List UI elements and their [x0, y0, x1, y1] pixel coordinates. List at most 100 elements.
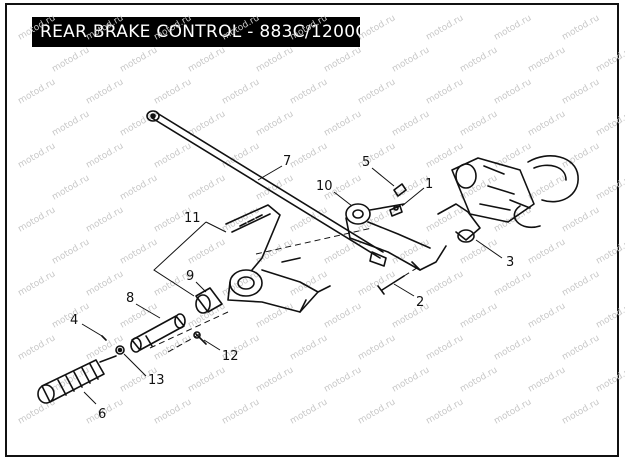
- watermark-text: motod.ru: [289, 333, 330, 362]
- watermark-text: motod.ru: [561, 333, 602, 362]
- watermark-text: motod.ru: [119, 173, 160, 202]
- watermark-text: motod.ru: [221, 77, 262, 106]
- leader-1: [401, 187, 425, 207]
- bellcrank: [345, 203, 447, 271]
- watermark-text: motod.ru: [527, 45, 568, 74]
- watermark-text: motod.ru: [527, 109, 568, 138]
- callout-6: 6: [98, 407, 106, 422]
- watermark-text: motod.ru: [51, 365, 92, 394]
- watermark-text: motod.ru: [561, 13, 602, 42]
- watermark-text: motod.ru: [595, 173, 625, 202]
- watermark-text: motod.ru: [493, 77, 534, 106]
- watermark-text: motod.ru: [425, 333, 466, 362]
- watermark-text: motod.ru: [51, 173, 92, 202]
- pedal-rubber: [37, 355, 117, 404]
- cotter-pin: [101, 335, 107, 341]
- watermark-text: motod.ru: [561, 141, 602, 170]
- watermark-text: motod.ru: [561, 77, 602, 106]
- watermark-text: motod.ru: [595, 45, 625, 74]
- pivot-pin: [130, 313, 186, 353]
- watermark-text: motod.ru: [17, 269, 58, 298]
- watermark-text: motod.ru: [153, 141, 194, 170]
- watermark-text: motod.ru: [221, 13, 262, 42]
- watermark-text: motod.ru: [153, 77, 194, 106]
- watermark-text: motod.ru: [17, 77, 58, 106]
- watermark-text: motod.ru: [391, 365, 432, 394]
- watermark-text: motod.ru: [289, 205, 330, 234]
- leader-6: [83, 391, 97, 405]
- washer: [115, 345, 125, 355]
- watermark-text: motod.ru: [527, 365, 568, 394]
- watermark-text: motod.ru: [187, 45, 228, 74]
- title-bar: [32, 17, 360, 47]
- watermark-text: motod.ru: [561, 397, 602, 426]
- callout-7: 7: [283, 154, 291, 169]
- watermark-text: motod.ru: [187, 237, 228, 266]
- diagram-border: [5, 3, 619, 457]
- watermark-text: motod.ru: [187, 301, 228, 330]
- watermark-text: motod.ru: [153, 13, 194, 42]
- watermark-text: motod.ru: [85, 13, 126, 42]
- nut-one: [389, 205, 403, 217]
- watermark-text: motod.ru: [391, 45, 432, 74]
- watermark-text: motod.ru: [357, 13, 398, 42]
- watermark-text: motod.ru: [459, 45, 500, 74]
- assembly-line-pin: [149, 311, 229, 349]
- watermark-text: motod.ru: [323, 237, 364, 266]
- watermark-text: motod.ru: [323, 365, 364, 394]
- watermark-text: motod.ru: [561, 269, 602, 298]
- watermark-text: motod.ru: [85, 141, 126, 170]
- watermark-text: motod.ru: [289, 77, 330, 106]
- watermark-text: motod.ru: [255, 109, 296, 138]
- watermark-text: motod.ru: [289, 269, 330, 298]
- watermark-text: motod.ru: [323, 301, 364, 330]
- watermark-layer: motod.ru motod.ru motod.ru motod.ru motod.ru…: [17, 13, 625, 426]
- watermark-text: motod.ru: [493, 397, 534, 426]
- watermark-text: motod.ru: [493, 333, 534, 362]
- watermark-text: motod.ru: [459, 109, 500, 138]
- watermark-text: motod.ru: [459, 301, 500, 330]
- leader-13: [123, 353, 147, 377]
- watermark-text: motod.ru: [527, 173, 568, 202]
- callout-10: 10: [316, 179, 333, 194]
- diagram-title: REAR BRAKE CONTROL - 883C/1200C: [40, 22, 368, 42]
- callout-2: 2: [416, 295, 424, 310]
- watermark-text: motod.ru: [51, 109, 92, 138]
- callout-9: 9: [186, 269, 194, 284]
- assembly-line-pin-lower: [167, 333, 201, 353]
- callout-11: 11: [184, 211, 201, 226]
- leader-12: [203, 339, 221, 351]
- watermark-text: motod.ru: [595, 365, 625, 394]
- watermark-text: motod.ru: [425, 397, 466, 426]
- watermark-text: motod.ru: [51, 45, 92, 74]
- watermark-text: motod.ru: [221, 205, 262, 234]
- leader-11: [153, 221, 207, 297]
- watermark-text: motod.ru: [595, 237, 625, 266]
- watermark-text: motod.ru: [221, 397, 262, 426]
- watermark-text: motod.ru: [255, 173, 296, 202]
- watermark-text: motod.ru: [289, 13, 330, 42]
- watermark-text: motod.ru: [85, 205, 126, 234]
- watermark-text: motod.ru: [493, 141, 534, 170]
- watermark-text: motod.ru: [119, 45, 160, 74]
- watermark-text: motod.ru: [357, 77, 398, 106]
- brake-lever: [225, 204, 331, 313]
- watermark-text: motod.ru: [323, 45, 364, 74]
- leader-3: [475, 239, 503, 259]
- leader-11b: [205, 221, 227, 233]
- watermark-text: motod.ru: [85, 77, 126, 106]
- bolt-two: [377, 275, 405, 295]
- watermark-text: motod.ru: [17, 141, 58, 170]
- watermark-text: motod.ru: [391, 109, 432, 138]
- leader-4: [81, 323, 103, 337]
- assembly-line-bolt: [403, 265, 421, 277]
- watermark-text: motod.ru: [357, 333, 398, 362]
- callout-1: 1: [425, 177, 433, 192]
- watermark-text: motod.ru: [255, 237, 296, 266]
- leader-7: [257, 165, 283, 181]
- watermark-text: motod.ru: [187, 173, 228, 202]
- watermark-text: motod.ru: [153, 397, 194, 426]
- watermark-text: motod.ru: [255, 365, 296, 394]
- watermark-text: motod.ru: [17, 205, 58, 234]
